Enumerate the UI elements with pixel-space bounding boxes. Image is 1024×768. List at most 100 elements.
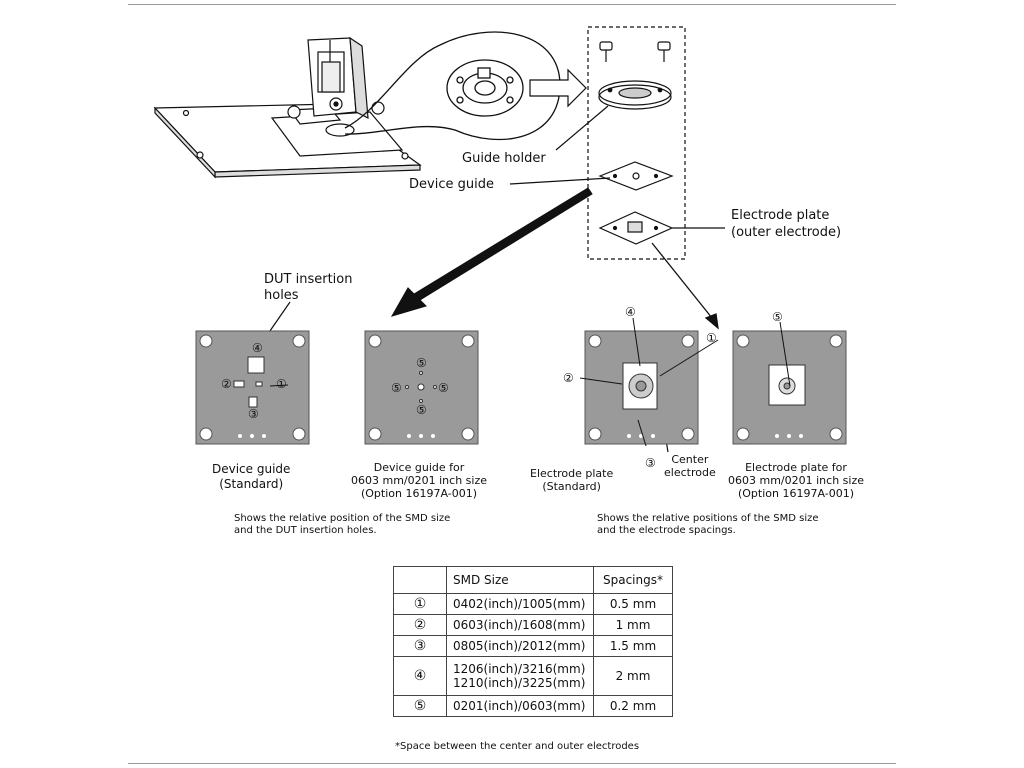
marker-5-bottom: ⑤ bbox=[416, 403, 427, 417]
pin-hole bbox=[651, 434, 655, 438]
marker-leader bbox=[637, 419, 647, 447]
mounting-hole bbox=[368, 334, 382, 348]
mounting-hole bbox=[368, 427, 382, 441]
table-cell-smd-size: 0402(inch)/1005(mm) bbox=[446, 593, 594, 615]
marker-3-device-guide: ③ bbox=[248, 407, 259, 421]
table-cell-spacing: 1.5 mm bbox=[593, 635, 673, 657]
marker-1-electrode: ① bbox=[706, 331, 717, 345]
dut-hole-1 bbox=[255, 381, 263, 387]
mounting-hole bbox=[461, 334, 475, 348]
top-rule bbox=[128, 4, 896, 5]
dut-holes-label-2: holes bbox=[264, 288, 299, 303]
fixture-assembly-drawing bbox=[153, 36, 422, 179]
marker-5-left: ⑤ bbox=[391, 381, 402, 395]
table-cell-marker: ⑤ bbox=[393, 695, 447, 717]
table-cell-smd-size: 0805(inch)/2012(mm) bbox=[446, 635, 594, 657]
table-cell-marker: ④ bbox=[393, 656, 447, 696]
pin-hole bbox=[238, 434, 242, 438]
center-electrode bbox=[783, 382, 791, 390]
guide-holder-part bbox=[598, 80, 672, 110]
guide-holder-label: Guide holder bbox=[462, 151, 546, 166]
big-arrow-left bbox=[390, 187, 593, 317]
mounting-hole bbox=[292, 427, 306, 441]
electrode-plate-part bbox=[598, 211, 674, 245]
pin-hole bbox=[262, 434, 266, 438]
dut-hole-4 bbox=[247, 356, 265, 374]
table-header-smd-size: SMD Size bbox=[446, 566, 594, 594]
dut-hole-5 bbox=[433, 385, 437, 389]
mounting-hole bbox=[588, 427, 602, 441]
pin-hole bbox=[250, 434, 254, 438]
table-cell-spacing: 2 mm bbox=[593, 656, 673, 696]
electrode-plate-label: Electrode plate bbox=[731, 208, 830, 223]
marker-leader bbox=[269, 384, 289, 387]
mounting-hole bbox=[736, 427, 750, 441]
marker-leader bbox=[579, 377, 623, 385]
outer-electrode-label: (outer electrode) bbox=[731, 225, 842, 240]
marker-leader bbox=[779, 321, 791, 387]
pin-hole bbox=[775, 434, 779, 438]
table-cell-spacing: 0.5 mm bbox=[593, 593, 673, 615]
mounting-hole bbox=[461, 427, 475, 441]
device-guide-label: Device guide bbox=[409, 177, 494, 192]
pin-hole bbox=[639, 434, 643, 438]
table-footnote: *Space between the center and outer elec… bbox=[395, 741, 640, 752]
device-guide-standard-plate bbox=[195, 330, 310, 445]
mounting-hole bbox=[681, 427, 695, 441]
marker-leader bbox=[659, 339, 719, 377]
table-cell-spacing: 0.2 mm bbox=[593, 695, 673, 717]
pin-hole bbox=[419, 434, 423, 438]
device-guide-part bbox=[598, 161, 674, 191]
table-cell-smd-size: 0603(inch)/1608(mm) bbox=[446, 614, 594, 636]
mounting-hole bbox=[199, 334, 213, 348]
mounting-hole bbox=[292, 334, 306, 348]
table-header-spacings: Spacings* bbox=[593, 566, 673, 594]
center-electrode bbox=[635, 380, 647, 392]
pin-hole bbox=[407, 434, 411, 438]
dut-hole-center bbox=[417, 383, 425, 391]
table-cell-marker: ② bbox=[393, 614, 447, 636]
marker-5-right: ⑤ bbox=[438, 381, 449, 395]
mounting-hole bbox=[199, 427, 213, 441]
marker-3-electrode: ③ bbox=[645, 456, 656, 470]
table-cell-smd-size: 0201(inch)/0603(mm) bbox=[446, 695, 594, 717]
dut-hole-5 bbox=[419, 399, 423, 403]
marker-4-electrode: ④ bbox=[625, 305, 636, 319]
zoom-callout bbox=[344, 31, 561, 141]
table-cell-marker: ③ bbox=[393, 635, 447, 657]
dut-holes-label: DUT insertion bbox=[264, 272, 353, 287]
dut-hole-2 bbox=[233, 380, 245, 388]
arrow-to-electrode-plates bbox=[651, 242, 719, 330]
exploded-parts-box bbox=[587, 26, 686, 260]
pin-hole bbox=[799, 434, 803, 438]
table-cell-spacing: 1 mm bbox=[593, 614, 673, 636]
pin-hole bbox=[627, 434, 631, 438]
note-device-guide: Shows the relative position of the SMD s… bbox=[234, 513, 451, 536]
center-electrode-label: Center electrode bbox=[664, 453, 716, 479]
mounting-hole bbox=[588, 334, 602, 348]
marker-leader bbox=[632, 317, 641, 367]
caption-device-guide-0603: Device guide for 0603 mm/0201 inch size … bbox=[351, 461, 487, 500]
table-cell-smd-size: 1206(inch)/3216(mm)1210(inch)/3225(mm) bbox=[446, 656, 594, 696]
dut-hole-3 bbox=[248, 396, 258, 408]
caption-electrode-0603: Electrode plate for 0603 mm/0201 inch si… bbox=[728, 461, 864, 500]
marker-4-device-guide: ④ bbox=[252, 341, 263, 355]
screw-icons bbox=[599, 41, 671, 62]
mounting-hole bbox=[829, 334, 843, 348]
dut-hole-5 bbox=[405, 385, 409, 389]
marker-1-device-guide: ① bbox=[276, 377, 287, 391]
mounting-hole bbox=[736, 334, 750, 348]
dut-hole-5 bbox=[419, 371, 423, 375]
marker-5-top: ⑤ bbox=[416, 356, 427, 370]
pin-hole bbox=[431, 434, 435, 438]
pin-hole bbox=[787, 434, 791, 438]
note-electrode: Shows the relative positions of the SMD … bbox=[597, 513, 819, 536]
table-header-blank bbox=[393, 566, 447, 594]
